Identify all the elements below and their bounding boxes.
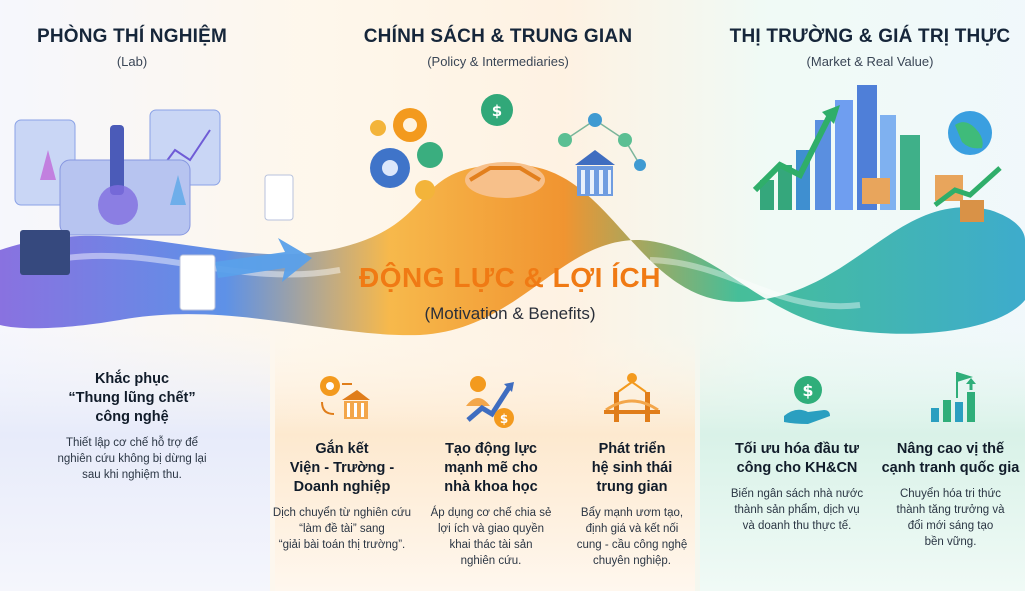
column-linkage-description: Dịch chuyển từ nghiên cứu “làm đề tài” s… [262, 505, 422, 553]
column-ecosystem-description: Bẩy mạnh ươm tạo, định giá và kết nối cu… [562, 505, 702, 569]
desc-line: nghiên cứu. [416, 553, 566, 569]
desc-line: Chuyển hóa tri thức [878, 486, 1023, 502]
policy-subtitle: (Policy & Intermediaries) [328, 54, 668, 69]
desc-line: nghiên cứu không bị dừng lại [22, 451, 242, 467]
desc-line: cung - cầu công nghệ [562, 537, 702, 553]
policy-title: CHÍNH SÁCH & TRUNG GIAN [328, 26, 668, 48]
title-line: hệ sinh thái [562, 459, 702, 478]
column-lab: Khắc phục “Thung lũng chết” công nghệ Th… [22, 370, 242, 483]
desc-line: Biến ngân sách nhà nước [722, 486, 872, 502]
title-line: Viện - Trường - [262, 459, 422, 478]
flag-chart-icon [925, 366, 985, 426]
desc-line: và doanh thu thực tế. [722, 518, 872, 534]
title-line: Khắc phục [22, 370, 242, 389]
center-subtitle: (Motivation & Benefits) [330, 304, 690, 324]
column-ecosystem-title: Phát triển hệ sinh thái trung gian [562, 440, 702, 497]
desc-line: Thiết lập cơ chế hỗ trợ để [22, 435, 242, 451]
scientist-growth-icon: $ [460, 372, 520, 432]
column-lab-title: Khắc phục “Thung lũng chết” công nghệ [22, 370, 242, 427]
lab-header: PHÒNG THÍ NGHIỆM (Lab) [0, 26, 302, 69]
title-line: cạnh tranh quốc gia [878, 459, 1023, 478]
center-title: ĐỘNG LỰC & LỢI ÍCH [330, 262, 690, 294]
column-ecosystem: Phát triển hệ sinh thái trung gian Bẩy m… [562, 440, 702, 569]
svg-text:$: $ [802, 381, 813, 400]
desc-line: chuyên nghiệp. [562, 553, 702, 569]
market-header: THỊ TRƯỜNG & GIÁ TRỊ THỰC (Market & Real… [700, 26, 1025, 69]
desc-line: Áp dụng cơ chế chia sẻ [416, 505, 566, 521]
column-lab-description: Thiết lập cơ chế hỗ trợ để nghiên cứu kh… [22, 435, 242, 483]
desc-line: Dịch chuyển từ nghiên cứu [262, 505, 422, 521]
desc-line: “làm đề tài” sang [262, 521, 422, 537]
title-line: trung gian [562, 478, 702, 497]
title-line: Gắn kết [262, 440, 422, 459]
title-line: mạnh mẽ cho [416, 459, 566, 478]
title-line: công cho KH&CN [722, 459, 872, 478]
desc-line: lợi ích và giao quyền [416, 521, 566, 537]
desc-line: định giá và kết nối [562, 521, 702, 537]
bridge-network-icon [602, 370, 662, 430]
lab-title: PHÒNG THÍ NGHIỆM [0, 26, 302, 48]
desc-line: thành tăng trưởng và [878, 502, 1023, 518]
desc-line: bền vững. [878, 534, 1023, 550]
column-investment: Tối ưu hóa đầu tư công cho KH&CN Biến ng… [722, 440, 872, 534]
column-linkage: Gắn kết Viện - Trường - Doanh nghiệp Dịc… [262, 440, 422, 553]
column-competitiveness: Nâng cao vị thế cạnh tranh quốc gia Chuy… [878, 440, 1023, 550]
title-line: Doanh nghiệp [262, 478, 422, 497]
title-line: Phát triển [562, 440, 702, 459]
market-subtitle: (Market & Real Value) [700, 54, 1025, 69]
desc-line: đổi mới sáng tạo [878, 518, 1023, 534]
title-line: công nghệ [22, 408, 242, 427]
svg-text:$: $ [500, 412, 508, 426]
lab-subtitle: (Lab) [0, 54, 302, 69]
gear-bank-icon [312, 370, 372, 430]
desc-line: khai thác tài sản [416, 537, 566, 553]
column-linkage-title: Gắn kết Viện - Trường - Doanh nghiệp [262, 440, 422, 497]
policy-header: CHÍNH SÁCH & TRUNG GIAN (Policy & Interm… [328, 26, 668, 69]
desc-line: sau khi nghiệm thu. [22, 467, 242, 483]
desc-line: “giải bài toán thị trường”. [262, 537, 422, 553]
column-motivation-description: Áp dụng cơ chế chia sẻ lợi ích và giao q… [416, 505, 566, 569]
column-motivation-title: Tạo động lực mạnh mẽ cho nhà khoa học [416, 440, 566, 497]
title-line: Tối ưu hóa đầu tư [722, 440, 872, 459]
column-investment-title: Tối ưu hóa đầu tư công cho KH&CN [722, 440, 872, 478]
title-line: nhà khoa học [416, 478, 566, 497]
column-investment-description: Biến ngân sách nhà nước thành sản phẩm, … [722, 486, 872, 534]
desc-line: thành sản phẩm, dịch vụ [722, 502, 872, 518]
column-competitiveness-title: Nâng cao vị thế cạnh tranh quốc gia [878, 440, 1023, 478]
title-line: Tạo động lực [416, 440, 566, 459]
title-line: “Thung lũng chết” [22, 389, 242, 408]
title-line: Nâng cao vị thế [878, 440, 1023, 459]
column-motivation: Tạo động lực mạnh mẽ cho nhà khoa học Áp… [416, 440, 566, 569]
market-title: THỊ TRƯỜNG & GIÁ TRỊ THỰC [700, 26, 1025, 48]
money-hand-icon: $ [780, 372, 836, 428]
desc-line: Bẩy mạnh ươm tạo, [562, 505, 702, 521]
svg-text:$: $ [492, 102, 502, 120]
column-competitiveness-description: Chuyển hóa tri thức thành tăng trưởng và… [878, 486, 1023, 550]
